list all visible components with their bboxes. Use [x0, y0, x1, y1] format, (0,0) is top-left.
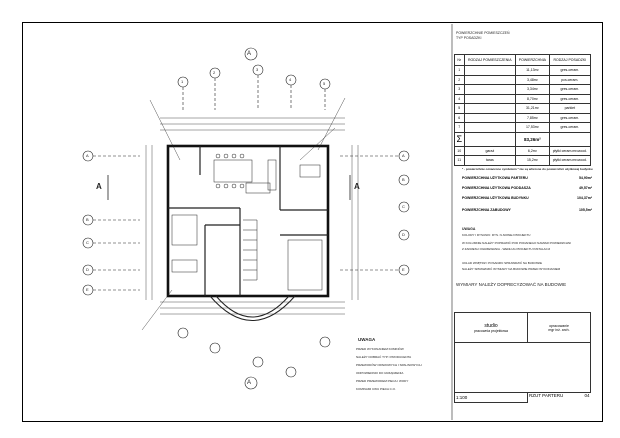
remarks-line: UKŁAD WNĘTRZ I POSADZKI SPRAWDZIĆ NA BUD…	[462, 261, 543, 265]
leader-lines	[141, 97, 346, 331]
area-note: * - powierzchnie oznaczone symbolem * ni…	[462, 167, 593, 171]
axis-label: 4	[289, 77, 292, 82]
section-label-right: A	[354, 182, 360, 191]
axis-label: C	[86, 240, 89, 245]
terrace-arc	[209, 295, 296, 321]
remarks-line: W KOLUMNIE NALEŻY POPRAWIĆ POD PODANEGO …	[462, 241, 572, 245]
room-table-title: POWIERZCHNIE POMIESZCZEŃ	[456, 31, 510, 35]
chimney-note-line: ODPOWIEDNIO DO URZĄDZENIA	[356, 371, 404, 375]
remarks-line: Z ZAKRESU OGRZEWANIA - WEDŁUG PROJEKTU I…	[462, 247, 551, 251]
interior-walls	[168, 146, 328, 296]
title-block: studio pracownia projektowa opracowanie …	[454, 312, 591, 403]
drawing-sheet-frame	[22, 22, 603, 422]
chimney-note-line: PRZED WYKONANIEM KOMINÓW	[356, 347, 404, 351]
chimney-note-line: KOMINAMI CWU PIECA C.O.	[356, 387, 396, 391]
room-table: Nr RODZAJ POMIESZCZENIA POWIERZCHNIA ROD…	[454, 54, 592, 166]
author-cell: opracowanie mgr inż. arch.	[527, 312, 591, 343]
drawing-title-cell: RZUT PARTERU 04	[529, 393, 590, 398]
section-label-top: A	[247, 51, 252, 57]
axis-label: E	[402, 267, 405, 272]
axis-label: D	[402, 232, 405, 237]
remarks-line: KOLORY I RYSUNKI: RYS. N-NOWEJ PROJEKTU	[462, 233, 531, 237]
exterior-walls	[166, 144, 330, 298]
chimney-note-line: PRZED PRZEWODEM PIECA I WODY	[356, 379, 409, 383]
room-table-header: POWIERZCHNIA	[515, 54, 550, 66]
axis-label: E	[86, 287, 89, 292]
axis-label: C	[402, 204, 405, 209]
site-note: WYMIARY NALEŻY DOPRECYZOWAĆ NA BUDOWIE	[456, 282, 567, 287]
axis-label: A	[402, 153, 405, 158]
axis-markers-bottom	[177, 327, 331, 390]
axis-markers-left	[82, 150, 140, 296]
scale-value: 1:100	[454, 392, 528, 403]
room-table-subtitle: TYP POSADZKI	[456, 36, 482, 40]
room-table-header: RODZAJ POSADZKI	[548, 54, 592, 66]
remarks-line: NALEŻY SPRAWDZIĆ WYMIARY NA BUDOWIE PRZE…	[462, 267, 561, 271]
axis-label: A	[86, 153, 89, 158]
chimney-note-title: UWAGA	[358, 337, 376, 342]
furniture	[171, 153, 323, 291]
axis-markers-right	[340, 150, 410, 276]
axis-label: 3	[256, 67, 259, 72]
section-label-bottom: A	[247, 380, 252, 386]
remarks-title: UWAGA	[462, 227, 476, 231]
axis-label: B	[86, 217, 89, 222]
dimension-lines	[145, 117, 359, 315]
room-table-header: RODZAJ POMIESZCZENIA	[463, 54, 517, 66]
section-marks	[107, 175, 351, 200]
section-label-left: A	[96, 182, 102, 191]
axis-label: B	[402, 177, 405, 182]
studio-logo: studio pracownia projektowa	[454, 312, 528, 343]
chimney-note-line: PRZEWODÓW OPAROWYCH I SPALINOWYCH	[356, 363, 422, 367]
room-table-header: Nr	[454, 54, 465, 66]
sheet-number: 04	[584, 393, 590, 398]
axis-label: D	[86, 267, 89, 272]
chimney-note-line: NALEŻY DOBRAĆ TYP I PRODUCENTA	[356, 355, 412, 359]
axis-markers-top	[177, 47, 331, 110]
axis-label: 5	[323, 81, 326, 86]
axis-label: 1	[181, 79, 184, 84]
axis-label: 2	[213, 70, 216, 75]
